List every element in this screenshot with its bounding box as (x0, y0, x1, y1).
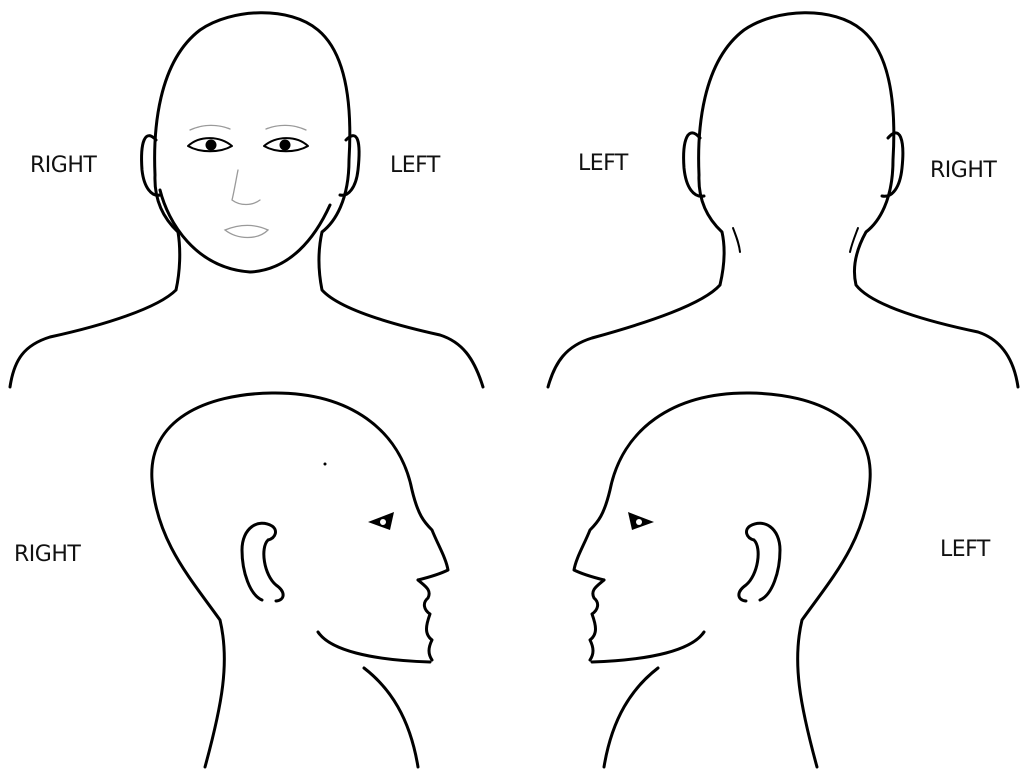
back-label-right-side: RIGHT (930, 158, 997, 183)
front-chin-line (160, 190, 330, 272)
back-neck-left (850, 228, 858, 252)
profile-right-ear (242, 523, 283, 601)
profile-right-jaw (318, 632, 430, 662)
front-pupil-right (206, 140, 217, 151)
back-neck-right (733, 228, 740, 252)
front-label-left-side: LEFT (390, 153, 441, 178)
front-eyebrow-right (190, 125, 230, 130)
front-pupil-left (280, 140, 291, 151)
back-right-ear (684, 133, 704, 196)
profile-left-lips (590, 580, 604, 660)
profile-left-view (574, 393, 870, 767)
back-label-left-side: LEFT (578, 151, 629, 176)
front-mouth (225, 226, 268, 238)
back-head-outline (548, 13, 1018, 387)
profile-right-label: RIGHT (14, 542, 81, 567)
profile-right-lips (418, 580, 432, 660)
front-label-right-side: RIGHT (30, 153, 97, 178)
profile-right-dot (324, 463, 327, 466)
front-eyebrow-left (266, 125, 306, 130)
profile-left-jaw (592, 632, 704, 662)
profile-right-neck-front (364, 668, 418, 767)
profile-right-head-outline (152, 393, 448, 767)
profile-left-eye-highlight (636, 519, 642, 525)
front-nose (232, 170, 260, 205)
front-head-outline (10, 13, 483, 387)
front-view (10, 13, 483, 387)
front-right-ear (142, 136, 160, 196)
profile-left-label: LEFT (940, 537, 991, 562)
profile-left-ear (739, 523, 780, 601)
profile-left-neck-front (604, 668, 658, 767)
profile-right-eye-highlight (380, 519, 386, 525)
profile-right-view (152, 393, 448, 767)
back-view (548, 13, 1018, 387)
profile-left-head-outline (574, 393, 870, 767)
